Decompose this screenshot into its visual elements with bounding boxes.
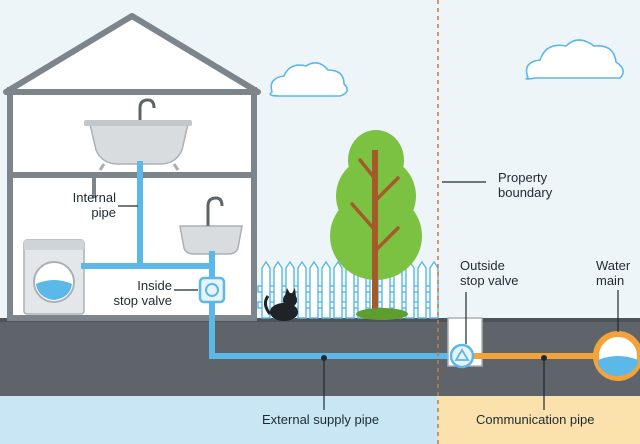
cloud-icon xyxy=(525,39,624,80)
label-communication-pipe: Communication pipe xyxy=(476,412,626,427)
cat-icon xyxy=(263,288,298,321)
label-property-boundary: Property boundary xyxy=(498,170,588,200)
water-band-right xyxy=(438,396,640,444)
washing-machine-icon xyxy=(23,239,85,315)
label-external-supply-pipe-text: External supply pipe xyxy=(262,412,380,427)
label-inside-stop-valve-line-2: stop valve xyxy=(113,293,172,308)
inside-stop-valve-icon xyxy=(198,276,226,304)
ground-edge xyxy=(0,318,640,322)
fence-picket xyxy=(429,260,439,319)
label-internal-pipe: Internal pipe xyxy=(40,190,116,220)
fence-picket xyxy=(309,260,319,319)
water-main-icon xyxy=(593,331,640,381)
label-outside-stop-valve-line-1: Outside xyxy=(460,258,505,273)
label-water-main: Water main xyxy=(596,258,640,288)
fence-picket xyxy=(405,260,415,319)
tree-icon xyxy=(330,130,422,320)
house-roof xyxy=(3,13,261,95)
label-outside-stop-valve-line-2: stop valve xyxy=(460,273,519,288)
label-property-boundary-line-2: boundary xyxy=(498,185,553,200)
sink-icon xyxy=(179,196,243,255)
label-outside-stop-valve: Outside stop valve xyxy=(460,258,540,288)
fence-picket xyxy=(297,260,307,319)
label-internal-pipe-line-1: Internal xyxy=(72,190,116,205)
label-inside-stop-valve: Inside stop valve xyxy=(92,278,172,308)
fence-picket xyxy=(321,260,331,319)
label-inside-stop-valve-line-1: Inside xyxy=(137,278,172,293)
label-internal-pipe-line-2: pipe xyxy=(91,205,116,220)
bathtub-icon xyxy=(84,98,192,171)
label-communication-pipe-text: Communication pipe xyxy=(476,412,595,427)
label-water-main-line-1: Water xyxy=(596,258,631,273)
water-band-left xyxy=(0,396,438,444)
internal-pipes xyxy=(81,161,463,359)
fence-picket xyxy=(417,260,427,319)
outside-stop-valve-icon xyxy=(449,343,475,369)
cloud-icon xyxy=(269,62,348,97)
label-external-supply-pipe: External supply pipe xyxy=(262,412,432,427)
leader-dots xyxy=(321,355,547,361)
leader-lines xyxy=(118,181,619,410)
label-water-main-line-2: main xyxy=(596,273,625,288)
label-property-boundary-line-1: Property xyxy=(498,170,548,185)
fence-picket xyxy=(333,260,343,319)
